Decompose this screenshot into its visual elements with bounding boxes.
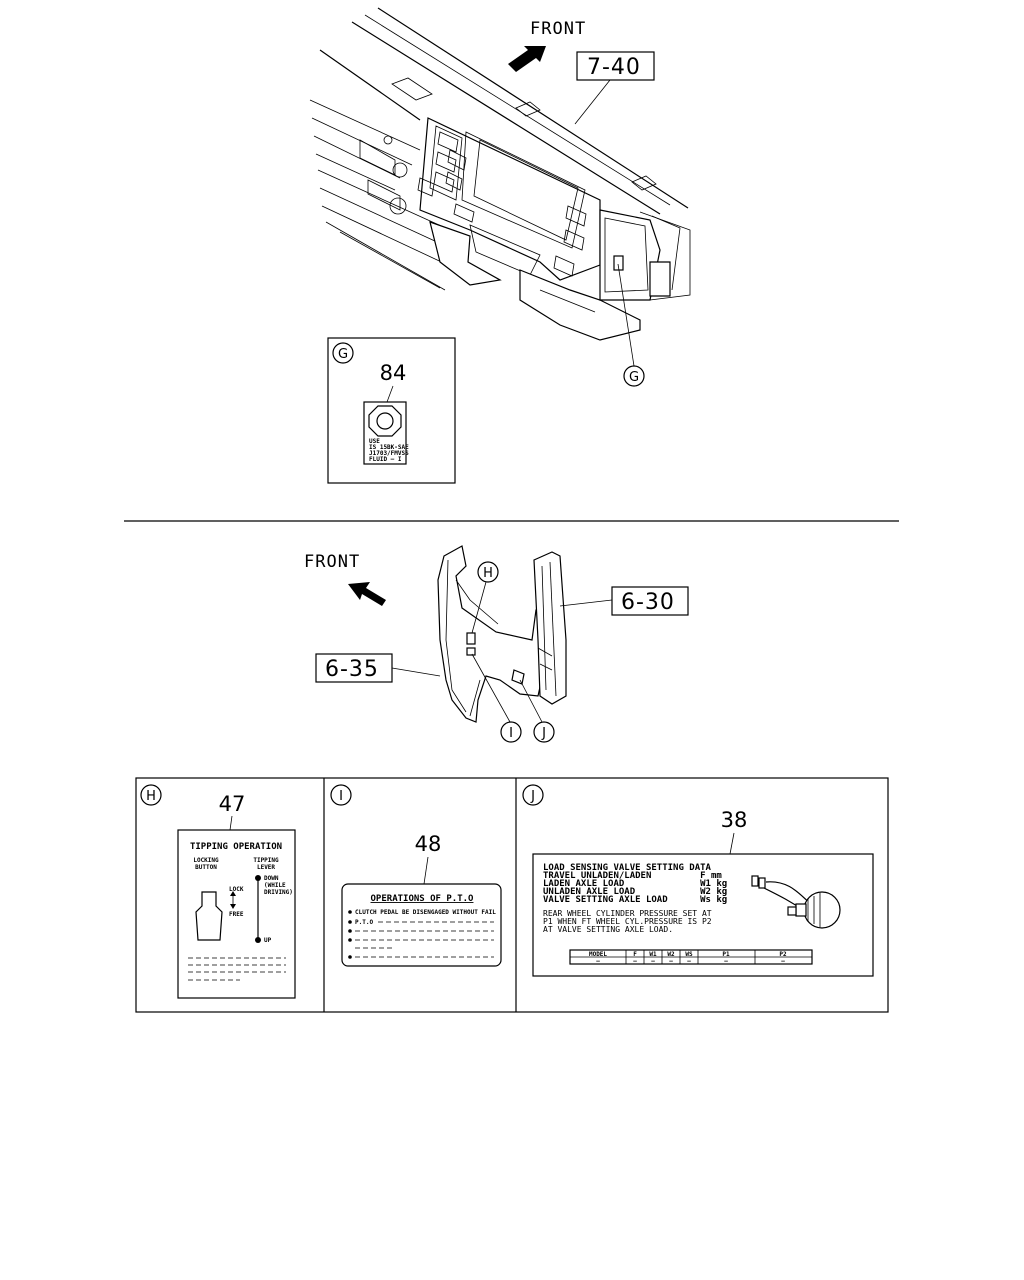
lsv-note-3: AT VALVE SETTING AXLE LOAD.: [543, 925, 673, 934]
lsv-line-4: UNLADEN AXLE LOAD W2 kg: [543, 887, 727, 897]
lsv-line-1: LOAD SENSING VALVE SETTING DATA: [543, 863, 712, 873]
ref-label-panel-right: 6-30: [621, 590, 675, 615]
detail-g-label-line-1: USE: [369, 438, 380, 445]
ref-label-panel-left: 6-35: [325, 657, 379, 682]
up-label: UP: [264, 937, 272, 944]
tipping-lever-label-1: TIPPING: [253, 857, 279, 864]
down-label-2: (WHILE: [264, 882, 286, 889]
lsv-th-p2: P2: [779, 951, 787, 958]
octagon-icon: [368, 405, 402, 437]
front-label-top: FRONT: [530, 19, 586, 39]
detail-h: H 47 TIPPING OPERATION LOCKING BUTTON TI…: [140, 784, 296, 999]
locking-label-1: LOCKING: [193, 857, 219, 864]
detail-g-callout-circle: [332, 342, 354, 364]
callout-h-circle: [477, 561, 499, 583]
locking-label-2: BUTTON: [195, 864, 217, 871]
dashboard-drawing: [309, 7, 691, 341]
front-arrow-bottom-icon: [348, 582, 386, 606]
front-label-bottom: FRONT: [304, 552, 360, 572]
lsv-note-1: REAR WHEEL CYLINDER PRESSURE SET AT: [543, 909, 712, 918]
detail-j-part-number: 38: [721, 808, 748, 832]
pto-title: OPERATIONS OF P.T.O: [371, 894, 475, 904]
side-panel-drawing: [437, 545, 567, 723]
ref-box-panel-right: [611, 586, 689, 616]
lsv-th-p1: P1: [722, 951, 730, 958]
lsv-td-p1: –: [724, 958, 728, 965]
detail-j: J 38 LOAD SENSING VALVE SETTING DATA TRA…: [522, 784, 874, 977]
detail-h-callout-letter: H: [146, 789, 156, 804]
callout-g-circle: [623, 365, 645, 387]
detail-i-part-number: 48: [415, 832, 442, 856]
tipping-lever-label-2: LEVER: [257, 864, 275, 871]
detail-g-frame: [327, 337, 456, 484]
lsv-td-w2: –: [669, 958, 673, 965]
tipping-title: TIPPING OPERATION: [190, 842, 282, 852]
lsv-td-f: –: [633, 958, 637, 965]
detail-j-callout-letter: J: [530, 789, 535, 804]
lsv-th-f: F: [633, 951, 637, 958]
callout-h-letter: H: [483, 566, 493, 581]
details-frame: [135, 777, 889, 1013]
lsv-td-model: –: [596, 958, 600, 965]
callout-i-circle: [500, 721, 522, 743]
lsv-th-w2: W2: [667, 951, 675, 958]
tipping-label-plate: [177, 829, 296, 999]
pto-line-1: CLUTCH PEDAL BE DISENGAGED WITHOUT FAIL: [355, 909, 496, 916]
lsv-th-ws: WS: [685, 951, 693, 958]
lock-label: LOCK: [229, 886, 244, 893]
lsv-line-3: LADEN AXLE LOAD W1 kg: [543, 879, 727, 889]
ref-label-dashboard: 7-40: [587, 55, 641, 80]
down-label-3: DRIVING): [264, 889, 293, 896]
lsv-line-5: VALVE SETTING AXLE LOAD Ws kg: [543, 895, 727, 905]
detail-g-part-number: 84: [380, 361, 407, 385]
locking-button-icon: [195, 891, 223, 941]
detail-g-label-line-4: FLUID — I: [369, 456, 402, 463]
lsv-th-w1: W1: [649, 951, 657, 958]
callout-i-letter: I: [509, 726, 513, 741]
front-arrow-icon: [508, 46, 546, 72]
detail-g-label-line-3: J1703/FMVSS: [369, 450, 409, 457]
callout-j-circle: [533, 721, 555, 743]
detail-h-part-number: 47: [219, 792, 246, 816]
pto-label-plate: [341, 883, 502, 967]
ref-box-dashboard: [576, 51, 655, 81]
lsv-td-w1: –: [651, 958, 655, 965]
detail-i-callout-letter: I: [339, 789, 343, 804]
detail-g-label-line-2: IS 15BK-SAE: [369, 444, 409, 451]
callout-j-letter: J: [541, 726, 546, 741]
valve-icon: [751, 875, 841, 929]
free-label: FREE: [229, 911, 244, 918]
detail-g-label-plate: [363, 401, 407, 465]
lsv-th-model: MODEL: [589, 951, 607, 958]
lsv-line-2: TRAVEL UNLADEN/LADEN F mm: [543, 871, 722, 881]
load-sensing-label-plate: [532, 853, 874, 977]
lsv-td-p2: –: [781, 958, 785, 965]
ref-box-panel-left: [315, 653, 393, 683]
detail-i: I 48 OPERATIONS OF P.T.O CLUTCH PEDAL BE…: [330, 784, 502, 967]
lsv-note-2: P1 WHEN FT WHEEL CYL.PRESSURE IS P2: [543, 917, 712, 926]
down-label: DOWN: [264, 875, 279, 882]
detail-g-callout-letter: G: [338, 347, 348, 362]
lsv-td-ws: –: [687, 958, 691, 965]
callout-g-letter: G: [629, 370, 639, 385]
pto-line-2: P.T.O: [355, 919, 373, 926]
